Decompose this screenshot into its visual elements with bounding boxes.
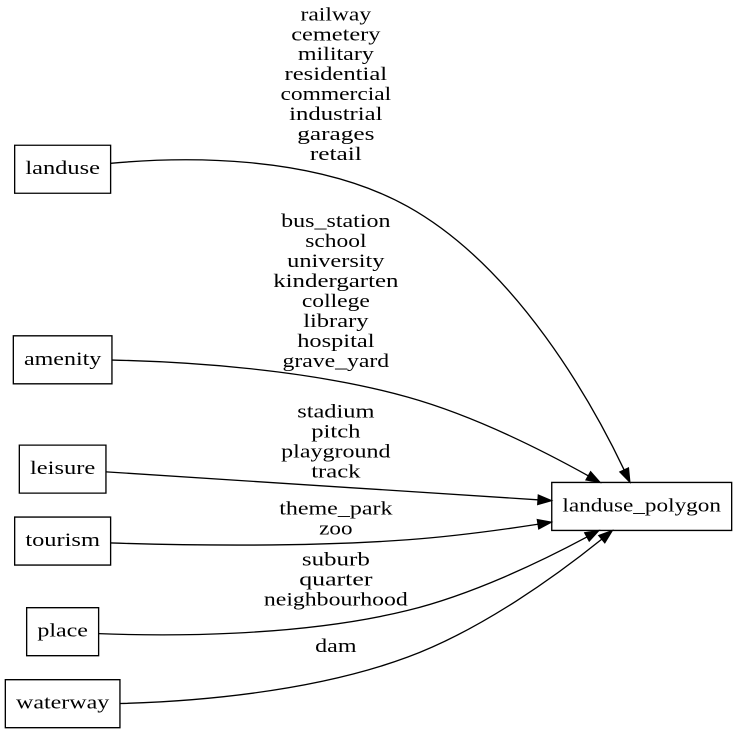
svg-text:university: university [287, 251, 385, 272]
svg-text:place: place [37, 621, 88, 642]
svg-text:track: track [311, 461, 361, 482]
svg-text:commercial: commercial [281, 84, 392, 105]
svg-text:library: library [303, 311, 369, 332]
svg-text:railway: railway [301, 4, 372, 25]
svg-text:cemetery: cemetery [291, 24, 381, 45]
svg-text:landuse_polygon: landuse_polygon [562, 495, 721, 516]
svg-text:grave_yard: grave_yard [283, 351, 390, 372]
svg-text:stadium: stadium [297, 401, 375, 422]
svg-text:kindergarten: kindergarten [273, 271, 399, 292]
svg-text:school: school [305, 231, 366, 252]
svg-text:zoo: zoo [319, 519, 352, 540]
svg-text:amenity: amenity [24, 349, 102, 370]
svg-text:suburb: suburb [302, 549, 370, 570]
svg-text:dam: dam [315, 636, 357, 657]
svg-text:retail: retail [310, 144, 362, 165]
svg-text:bus_station: bus_station [281, 211, 391, 232]
svg-text:quarter: quarter [299, 569, 373, 590]
svg-text:leisure: leisure [30, 458, 95, 479]
svg-text:landuse: landuse [25, 158, 100, 179]
svg-text:theme_park: theme_park [279, 499, 393, 520]
svg-text:playground: playground [281, 441, 391, 462]
svg-text:pitch: pitch [311, 421, 361, 442]
svg-text:neighbourhood: neighbourhood [264, 589, 409, 610]
svg-text:hospital: hospital [297, 331, 374, 352]
svg-text:tourism: tourism [25, 530, 100, 551]
svg-text:residential: residential [285, 64, 388, 85]
svg-text:garages: garages [297, 124, 374, 145]
svg-text:military: military [298, 44, 375, 65]
svg-text:college: college [302, 291, 370, 312]
svg-text:industrial: industrial [289, 104, 382, 125]
svg-text:waterway: waterway [16, 693, 110, 714]
